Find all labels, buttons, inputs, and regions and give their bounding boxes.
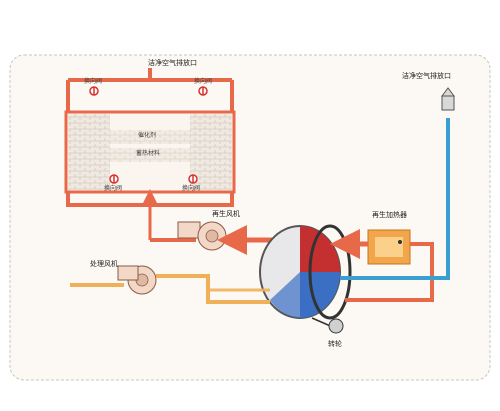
process-fan-icon [117,265,157,295]
label-process-fan: 处理风机 [90,260,118,268]
valve-bottom-right-icon [188,174,198,184]
heat-storage-layer [110,148,190,162]
valve-top-right-icon [198,86,208,96]
clean-air-exhaust-duct [340,118,450,280]
label-clean-air-right: 洁净空气排放口 [402,72,451,80]
regen-heater-icon [367,229,411,265]
process-fan-to-rotor-duct [156,274,270,304]
valve-bottom-left-icon [109,174,119,184]
label-regen-fan: 再生风机 [212,210,240,218]
rotor-wheel-icon [259,224,352,320]
panel-background [9,54,491,381]
drive-motor-icon [311,317,344,334]
top-exhaust-duct [66,68,234,112]
label-clean-air-top: 洁净空气排放口 [148,59,197,67]
label-heat-storage: 蓄热材料 [136,150,161,157]
label-catalyst: 催化剂 [138,132,157,139]
label-valve-top-left: 换向阀 [84,78,103,85]
label-regen-heater: 再生加热器 [372,211,407,219]
exhaust-stack-icon [441,87,455,111]
label-rotor: 转轮 [328,340,342,348]
catalyst-layer [110,130,190,144]
label-valve-bottom-right: 换向阀 [182,185,201,192]
label-valve-bottom-left: 换向阀 [104,185,123,192]
label-valve-top-right: 换向阀 [194,78,213,85]
valve-top-left-icon [89,86,99,96]
heater-loop-duct [345,242,434,302]
brick-block-left [68,114,110,190]
